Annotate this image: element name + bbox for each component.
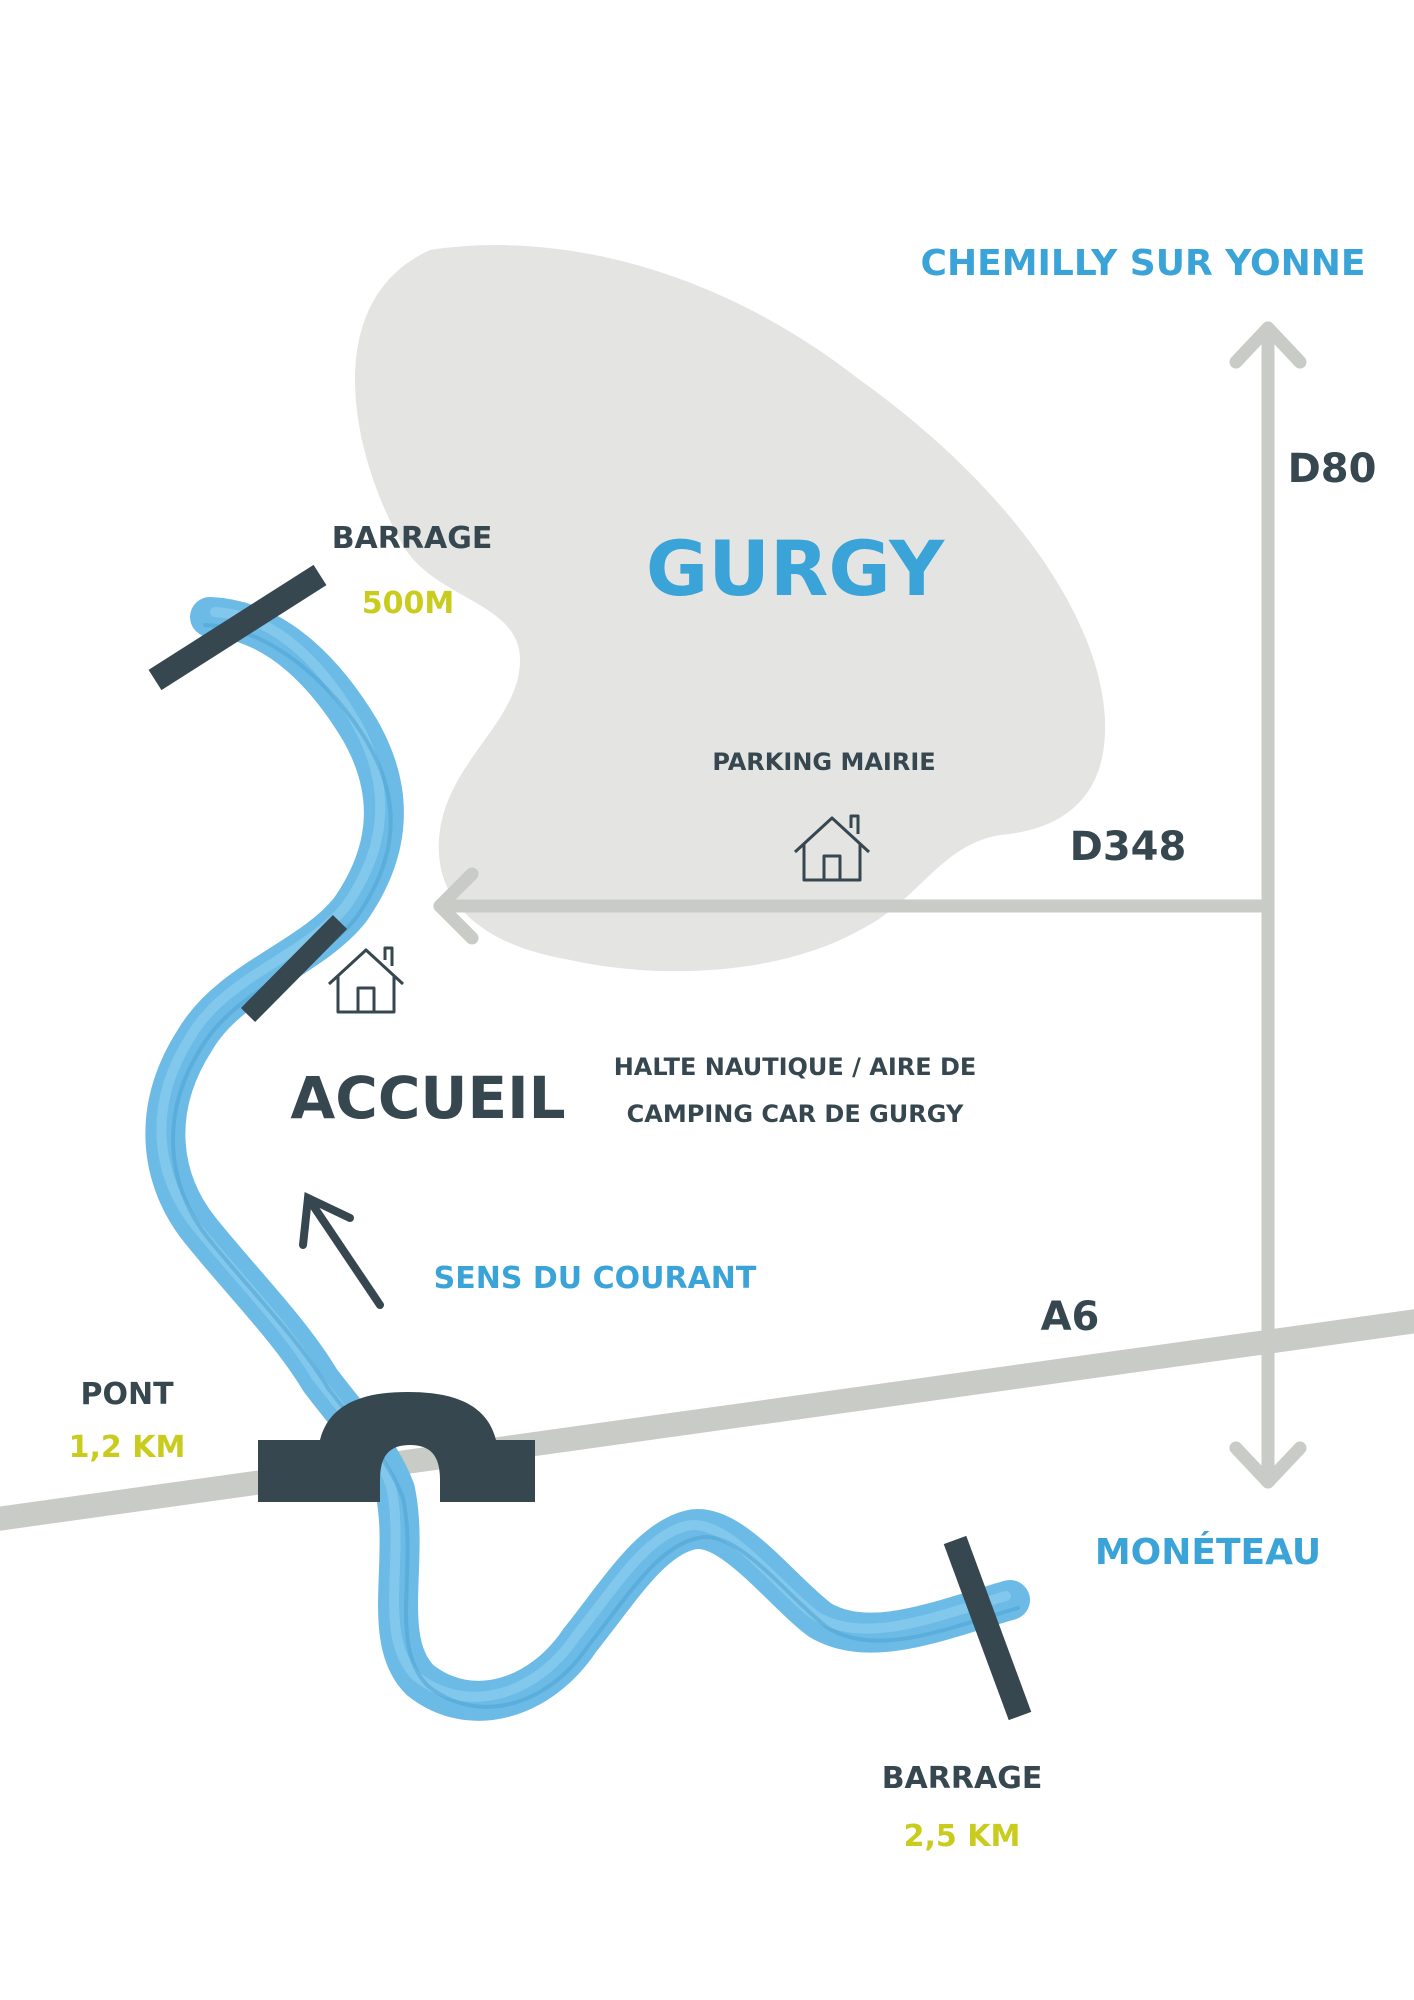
parking-house-icon <box>793 814 871 882</box>
north-destination: CHEMILLY SUR YONNE <box>921 243 1366 284</box>
d80-label: D80 <box>1288 446 1377 492</box>
d348-label: D348 <box>1070 824 1187 870</box>
barrage-north-bar <box>148 564 327 691</box>
barrage-south-label: BARRAGE <box>882 1761 1043 1796</box>
barrage-north-distance: 500M <box>362 586 454 621</box>
halte-label-line1: HALTE NAUTIQUE / AIRE DE <box>614 1053 977 1081</box>
town-area <box>355 245 1106 972</box>
current-arrow-icon <box>299 1191 384 1309</box>
accueil-house-icon <box>327 946 405 1014</box>
pont-label: PONT <box>80 1377 174 1412</box>
parking-label: PARKING MAIRIE <box>712 748 935 776</box>
bridge-icon <box>258 1392 535 1502</box>
halte-label-line2: CAMPING CAR DE GURGY <box>627 1100 964 1128</box>
current-label: SENS DU COURANT <box>434 1261 757 1296</box>
a6-label: A6 <box>1041 1294 1100 1340</box>
barrage-south-distance: 2,5 KM <box>904 1819 1021 1854</box>
barrage-north-label: BARRAGE <box>332 521 493 556</box>
weir-bar <box>240 914 348 1023</box>
accueil-label: ACCUEIL <box>290 1064 565 1132</box>
town-name: GURGY <box>646 524 945 613</box>
a6-road <box>0 1309 1414 1531</box>
pont-distance: 1,2 KM <box>69 1430 186 1465</box>
barrage-south-bar <box>943 1535 1032 1721</box>
south-destination: MONÉTEAU <box>1095 1531 1321 1573</box>
d348-road <box>433 867 1275 945</box>
